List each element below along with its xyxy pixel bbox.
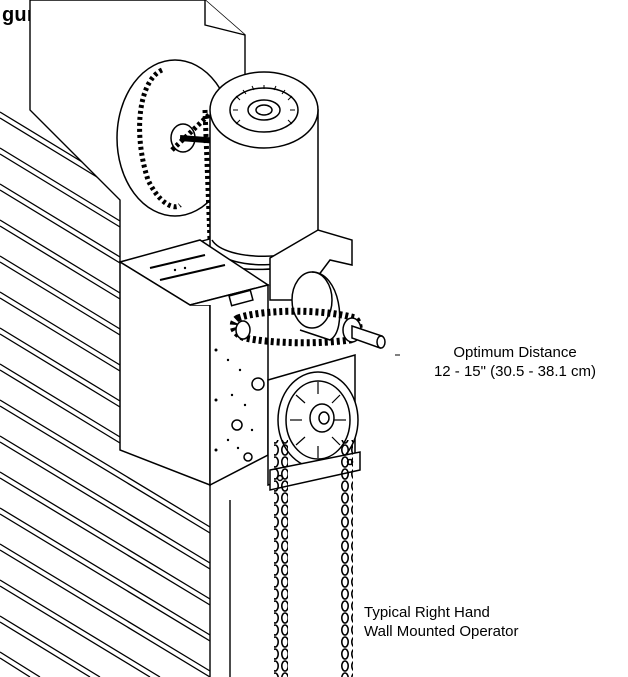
optimum-distance-value: 12 - 15" (30.5 - 38.1 cm)	[433, 363, 597, 380]
optimum-distance-label: Optimum Distance	[453, 344, 577, 361]
control-box	[118, 239, 270, 487]
hoist-sprocket	[267, 354, 361, 491]
drive-chain	[137, 67, 216, 241]
operator-type-callout: Typical Right Hand Wall Mounted Operator	[364, 603, 519, 641]
operator-type-line1: Typical Right Hand	[364, 604, 490, 621]
optimum-distance-callout: Optimum Distance 12 - 15" (30.5 - 38.1 c…	[402, 343, 628, 381]
door-slats	[0, 111, 211, 677]
upper-chain	[229, 307, 386, 350]
hand-chain	[274, 440, 353, 677]
motor	[209, 71, 319, 271]
operator-type-line2: Wall Mounted Operator	[364, 623, 519, 640]
